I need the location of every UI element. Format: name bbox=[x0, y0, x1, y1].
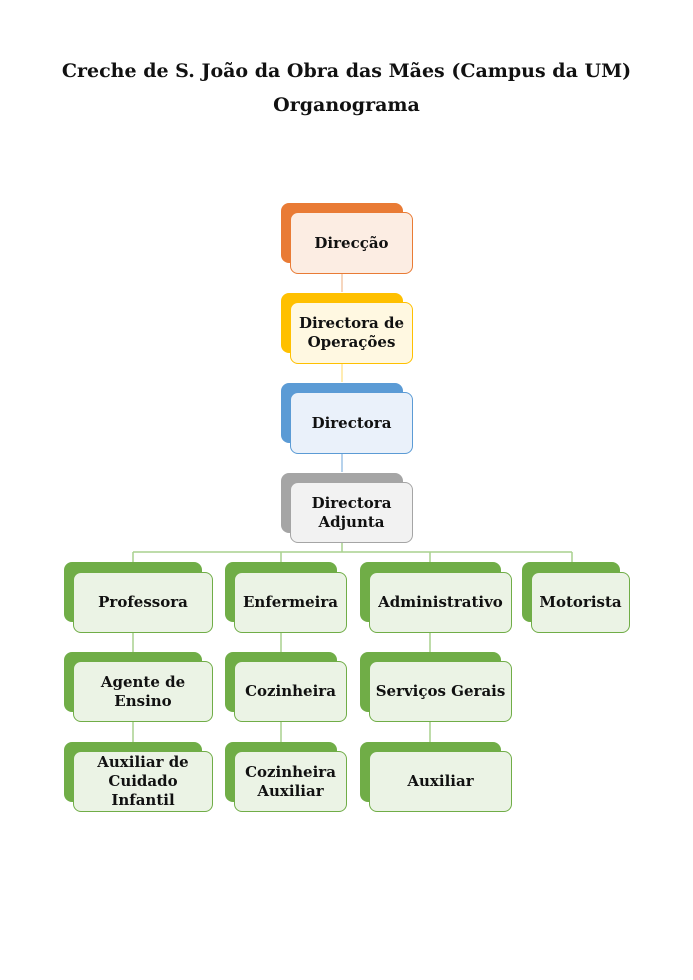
node-label-box: Cozinheira bbox=[234, 661, 347, 722]
node-label-box: Motorista bbox=[531, 572, 630, 633]
node-label-box: Cozinheira Auxiliar bbox=[234, 751, 347, 812]
node-label-box: Serviços Gerais bbox=[369, 661, 512, 722]
node-label: Administrativo bbox=[378, 593, 503, 611]
node-label: Auxiliar de Cuidado Infantil bbox=[97, 753, 189, 809]
node-label: Directora Adjunta bbox=[311, 493, 392, 531]
node-label-box: Professora bbox=[73, 572, 213, 633]
node-label: Directora bbox=[311, 413, 392, 432]
node-label: Auxiliar bbox=[407, 772, 474, 790]
node-label-box: Directora bbox=[290, 392, 413, 454]
node-label: Agente de Ensino bbox=[100, 672, 186, 710]
node-label: Direcção bbox=[314, 233, 389, 252]
node-label: Cozinheira bbox=[245, 682, 336, 700]
document-subtitle: Organograma bbox=[273, 94, 420, 116]
node-label: Motorista bbox=[539, 593, 622, 611]
node-label-box: Directora Adjunta bbox=[290, 482, 413, 543]
node-label-box: Direcção bbox=[290, 212, 413, 274]
node-label-box: Directora de Operações bbox=[290, 302, 413, 364]
node-label: Cozinheira Auxiliar bbox=[245, 762, 336, 800]
node-label-box: Administrativo bbox=[369, 572, 512, 633]
node-label: Enfermeira bbox=[243, 593, 338, 611]
node-label: Serviços Gerais bbox=[375, 682, 506, 700]
node-label-box: Auxiliar bbox=[369, 751, 512, 812]
document-title: Creche de S. João da Obra das Mães (Camp… bbox=[61, 60, 632, 82]
node-label: Professora bbox=[98, 593, 188, 611]
node-label-box: Enfermeira bbox=[234, 572, 347, 633]
node-label-box: Agente de Ensino bbox=[73, 661, 213, 722]
node-label: Directora de Operações bbox=[298, 314, 405, 351]
node-label-box: Auxiliar de Cuidado Infantil bbox=[73, 751, 213, 812]
